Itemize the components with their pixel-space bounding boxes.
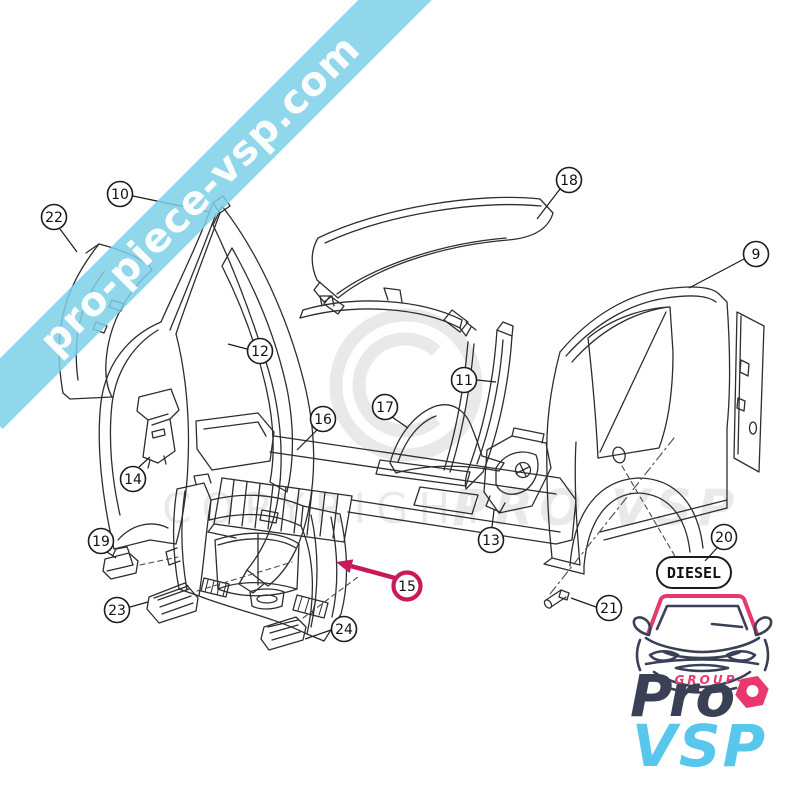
logo-vsp-text: VSP [632,712,767,780]
callout-22: 22 [40,203,78,253]
assembly-lines [139,437,677,619]
copyright-c-icon [352,332,441,438]
callout-number: 16 [314,412,332,428]
callout-number: 24 [335,622,353,638]
callout-19: 19 [87,527,117,559]
diesel-badge: DIESEL [656,556,732,589]
grille-slot-right [292,594,329,619]
part-fixing-pin [543,589,570,609]
grille-slot-left [200,577,230,598]
callout-10: 10 [106,180,210,213]
callout-15-highlight: 15 [336,559,423,602]
part-roof-panel [299,196,554,337]
callout-16: 16 [296,405,337,451]
logo-car-body [632,604,773,694]
callout-number: 19 [92,534,110,550]
callout-number: 15 [398,579,416,595]
part-vent-left [146,582,199,624]
logo-pro-text: Pro [630,662,733,730]
callout-number: 22 [45,210,63,226]
provsp-logo: –GROUP– Pro VSP [630,594,773,780]
callout-number: 9 [752,247,761,263]
callout-number: 21 [600,601,618,617]
diesel-badge-label: DIESEL [667,564,721,582]
callout-number: 12 [251,344,269,360]
logo-group-label: –GROUP– [666,673,747,687]
part-door-frame [212,205,315,594]
part-pillar-strip [443,321,514,490]
part-small-bracket [136,388,180,469]
callout-9: 9 [688,240,770,289]
logo-car-icon [632,594,773,694]
callout-14: 14 [119,456,151,493]
callout-number: 14 [124,472,142,488]
callout-24: 24 [304,615,358,643]
logo-nut-icon [735,676,769,708]
callout-number: 13 [482,533,500,549]
part-wheel-liner [58,243,153,400]
callout-number: 17 [376,400,394,416]
callout-number: 23 [108,603,126,619]
callout-11: 11 [450,366,497,394]
callout-number: 20 [715,530,733,546]
part-clip [102,546,139,580]
part-front-panel [165,473,348,642]
part-vent-right [260,616,307,651]
part-rear-pillar-strip [733,311,765,473]
callout-23: 23 [103,596,149,624]
callout-number: 10 [111,187,129,203]
callout-18: 18 [536,166,583,220]
part-hinge-bracket [483,427,552,514]
callout-12: 12 [227,337,274,365]
callout-number: 18 [560,173,578,189]
part-body-side-panel [543,286,765,575]
callout-21: 21 [570,594,623,622]
callout-number: 11 [455,373,473,389]
callout-13: 13 [477,509,505,554]
callout-20: 20 [704,523,738,562]
